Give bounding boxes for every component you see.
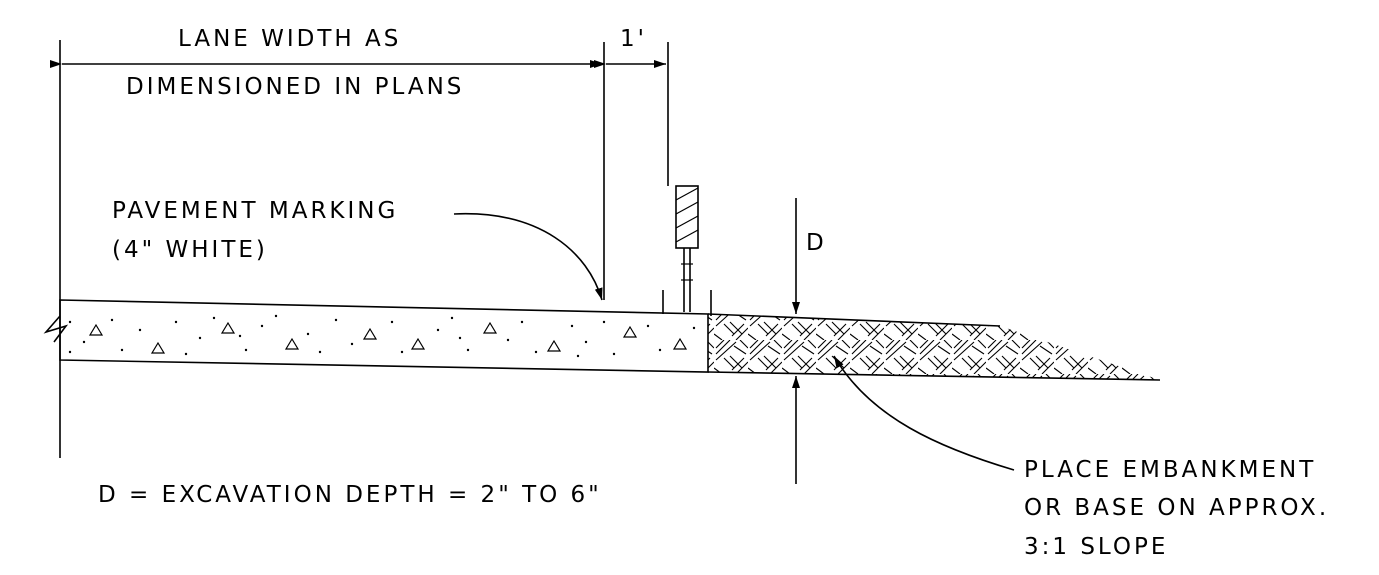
pavement-marking-label-line1: PAVEMENT MARKING <box>112 198 398 224</box>
pavement-marking-label-line2: (4" WHITE) <box>112 237 268 263</box>
embankment-slope-line <box>707 371 1161 381</box>
pavement-aggregate <box>68 314 696 358</box>
excavation-note: D = EXCAVATION DEPTH = 2" TO 6" <box>98 482 602 508</box>
break-mark <box>43 315 69 343</box>
delineator-post-icon <box>662 185 712 316</box>
embankment-label-line3: 3:1 SLOPE <box>1024 534 1168 560</box>
lane-width-label-line2: DIMENSIONED IN PLANS <box>126 74 464 100</box>
embankment-label-line1: PLACE EMBANKMENT <box>1024 457 1316 483</box>
embankment-leader <box>833 355 1015 471</box>
embankment-top-line <box>707 313 1001 327</box>
pavement-marking-leader <box>453 213 603 301</box>
depth-label: D <box>806 230 827 256</box>
embankment-label-line2: OR BASE ON APPROX. <box>1024 495 1329 521</box>
lane-width-label-line1: LANE WIDTH AS <box>178 26 401 52</box>
pavement-slab <box>59 299 709 373</box>
offset-label: 1' <box>620 26 647 52</box>
